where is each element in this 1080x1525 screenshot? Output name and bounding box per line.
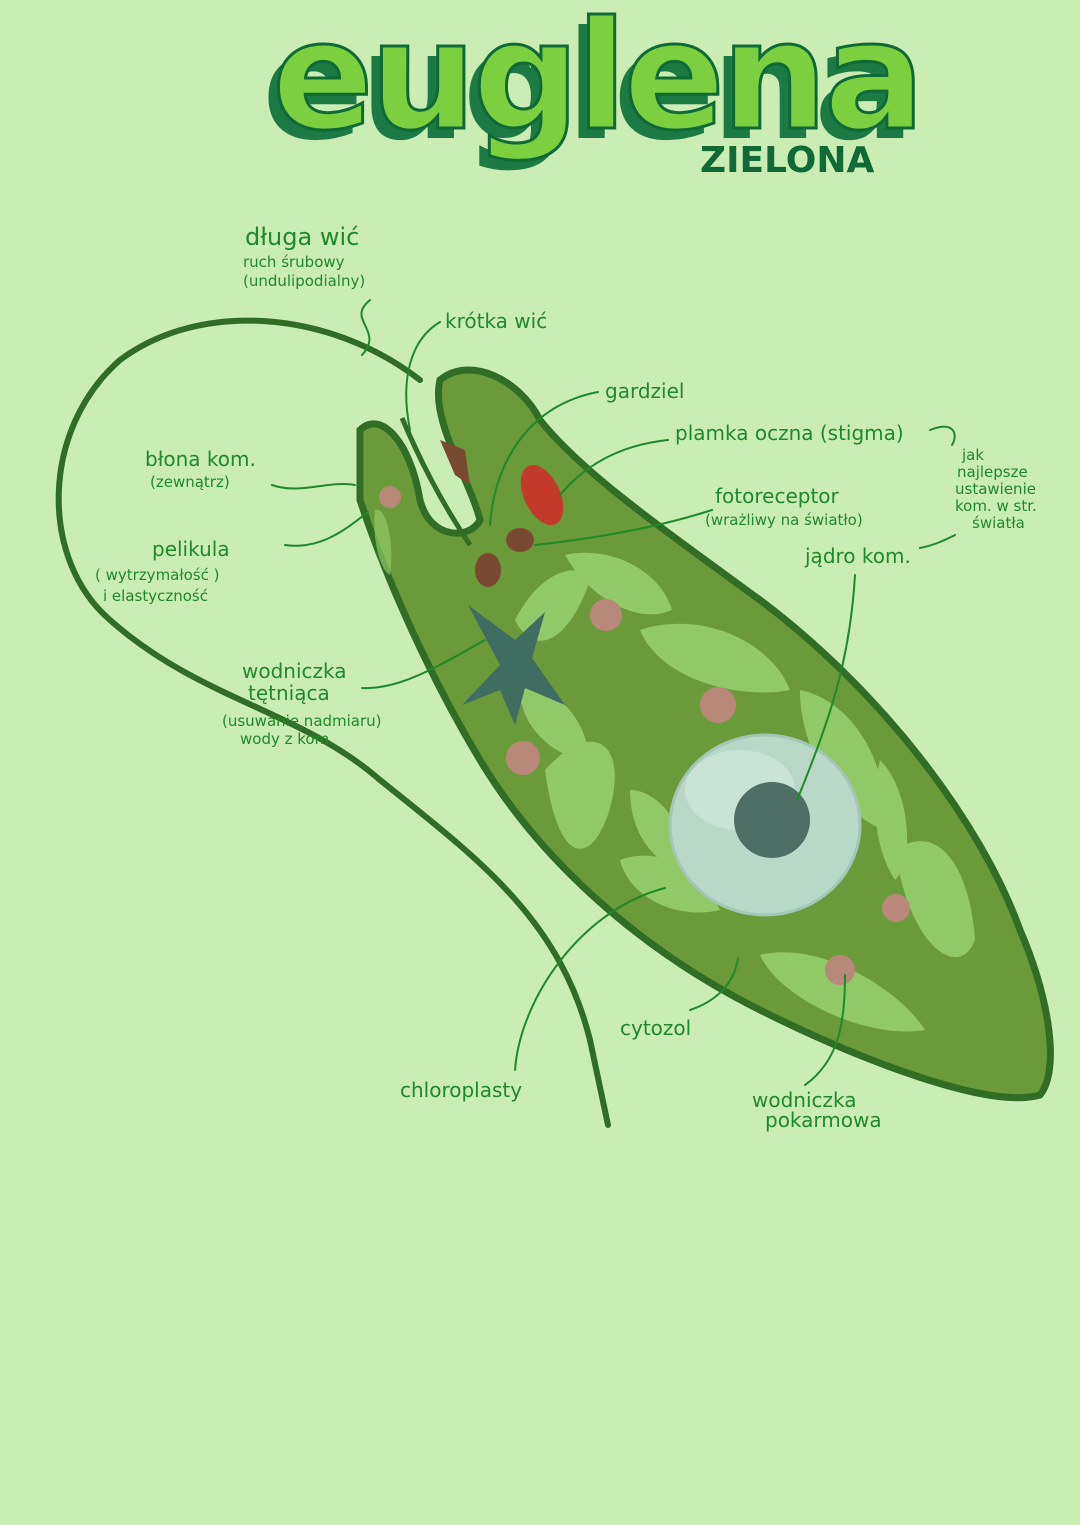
label-cytozol: cytozol bbox=[620, 1016, 691, 1040]
label-krotka-wic: krótka wić bbox=[445, 309, 547, 333]
label-gardziel: gardziel bbox=[605, 379, 684, 403]
food-vacuole bbox=[882, 894, 910, 922]
gullet bbox=[440, 440, 470, 485]
page-subtitle: ZIELONA bbox=[700, 140, 874, 181]
leader-dluga-wic bbox=[360, 299, 371, 356]
label-dluga-wic-note1: ruch śrubowy bbox=[243, 253, 345, 271]
chloroplast bbox=[895, 841, 975, 958]
label-fotoreceptor: fotoreceptor bbox=[715, 484, 840, 508]
label-plamka-note1: jak bbox=[961, 446, 984, 464]
label-blona: błona kom. bbox=[145, 447, 256, 471]
title-group: euglena euglena ZIELONA bbox=[262, 0, 927, 181]
label-wodniczka-note2: wody z kom. bbox=[240, 730, 334, 748]
chloroplast bbox=[374, 509, 392, 575]
label-pelikula-note1: ( wytrzymałość ) bbox=[95, 566, 220, 584]
label-fotoreceptor-note: (wrażliwy na światło) bbox=[705, 511, 863, 529]
chloroplast bbox=[630, 790, 682, 870]
food-vacuole bbox=[825, 955, 855, 985]
label-plamka-note5: światła bbox=[972, 514, 1025, 532]
leader-krotka-wic bbox=[405, 321, 441, 431]
chloroplast bbox=[640, 623, 790, 693]
label-dluga-wic: długa wić bbox=[245, 223, 359, 251]
label-wodniczka-note1: (usuwanie nadmiaru) bbox=[222, 712, 382, 730]
stigma bbox=[520, 465, 564, 525]
cell-outline bbox=[356, 366, 1054, 1102]
food-vacuole bbox=[379, 486, 401, 508]
label-chloroplasty: chloroplasty bbox=[400, 1078, 522, 1102]
leader-gardziel bbox=[489, 391, 599, 526]
chloroplast bbox=[620, 855, 720, 913]
food-vacuoles bbox=[379, 486, 910, 985]
short-flagellum bbox=[399, 417, 473, 547]
label-jadro: jądro kom. bbox=[804, 544, 911, 568]
chloroplast bbox=[760, 952, 925, 1032]
leader-lines bbox=[271, 299, 956, 1086]
cell-body bbox=[356, 366, 1054, 1102]
chloroplast bbox=[565, 552, 672, 615]
leader-jadro-note bbox=[919, 534, 956, 549]
leader-jadro bbox=[796, 574, 856, 801]
label-plamka-note4: kom. w str. bbox=[955, 497, 1037, 515]
basal-body bbox=[475, 553, 501, 587]
label-plamka-note2: najlepsze bbox=[957, 463, 1028, 481]
leader-plamka bbox=[559, 439, 669, 496]
nucleolus bbox=[734, 782, 810, 858]
chloroplast bbox=[800, 690, 886, 830]
label-dluga-wic-note2: (undulipodialny) bbox=[243, 272, 365, 290]
food-vacuole bbox=[700, 687, 736, 723]
photoreceptor bbox=[506, 528, 534, 552]
label-wodniczka-tetniaca1: wodniczka bbox=[242, 659, 347, 683]
label-blona-note: (zewnątrz) bbox=[150, 473, 230, 491]
leader-wodniczka-tetniaca bbox=[361, 639, 486, 690]
leader-fotoreceptor bbox=[534, 509, 713, 546]
long-flagellum bbox=[55, 317, 611, 1128]
leader-chloroplasty bbox=[514, 887, 666, 1071]
label-wodniczka-tetniaca2: tętniąca bbox=[248, 681, 330, 705]
leader-pelikula bbox=[284, 511, 369, 547]
leader-blona bbox=[271, 483, 356, 490]
chloroplast bbox=[520, 688, 589, 760]
food-vacuole bbox=[506, 741, 540, 775]
label-pelikula: pelikula bbox=[152, 537, 230, 561]
label-pelikula-note2: i elastyczność bbox=[103, 587, 208, 605]
title-shadow: euglena bbox=[262, 0, 911, 174]
label-plamka-oczna: plamka oczna (stigma) bbox=[675, 421, 904, 445]
food-vacuole bbox=[590, 599, 622, 631]
label-wodniczka-pokarmowa1: wodniczka bbox=[752, 1088, 857, 1112]
leader-plamka-note bbox=[929, 425, 956, 446]
chloroplast bbox=[545, 741, 615, 849]
label-wodniczka-pokarmowa2: pokarmowa bbox=[765, 1108, 882, 1132]
page-title: euglena bbox=[272, 0, 921, 164]
labels: długa wić ruch śrubowy (undulipodialny) … bbox=[95, 223, 1037, 1132]
leader-cytozol bbox=[689, 957, 739, 1011]
contractile-vacuole bbox=[462, 605, 565, 725]
leader-wodniczka-pokarmowa bbox=[804, 974, 846, 1086]
label-plamka-note3: ustawienie bbox=[955, 480, 1036, 498]
